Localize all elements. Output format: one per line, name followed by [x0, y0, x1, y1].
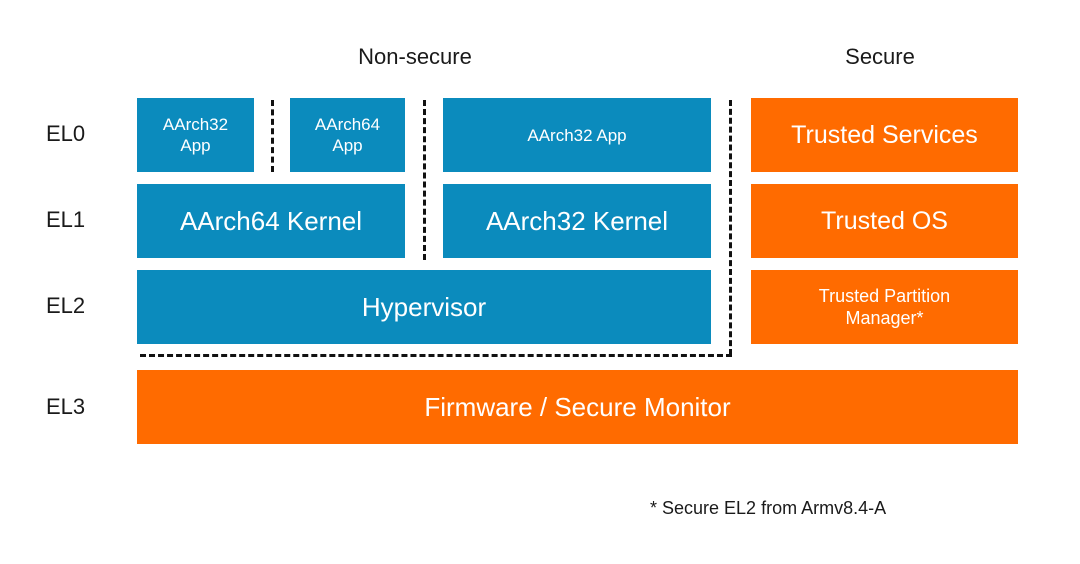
- divider-aarch64-aarch32: [423, 100, 426, 260]
- el1-label: EL1: [46, 207, 86, 232]
- trusted-services-box: Trusted Services: [751, 98, 1018, 172]
- el0-label: EL0: [46, 121, 86, 146]
- aarch32-app-wide-box: AArch32 App: [443, 98, 711, 172]
- firmware-secure-monitor-box: Firmware / Secure Monitor: [137, 370, 1018, 444]
- aarch64-kernel-box: AArch64 Kernel: [137, 184, 405, 258]
- divider-secure-boundary: [729, 100, 732, 355]
- aarch32-kernel-box: AArch32 Kernel: [443, 184, 711, 258]
- el2-label: EL2: [46, 293, 86, 318]
- el3-label: EL3: [46, 394, 86, 419]
- divider-app-separator: [271, 100, 274, 172]
- trusted-partition-manager-box: Trusted Partition Manager*: [751, 270, 1018, 344]
- footnote: * Secure EL2 from Armv8.4-A: [650, 498, 887, 518]
- non-secure-header: Non-secure: [358, 44, 472, 69]
- aarch64-app-box: AArch64 App: [290, 98, 405, 172]
- secure-header: Secure: [845, 44, 915, 69]
- hypervisor-box: Hypervisor: [137, 270, 711, 344]
- trusted-os-box: Trusted OS: [751, 184, 1018, 258]
- aarch32-app-box: AArch32 App: [137, 98, 254, 172]
- divider-el3-boundary: [140, 354, 732, 357]
